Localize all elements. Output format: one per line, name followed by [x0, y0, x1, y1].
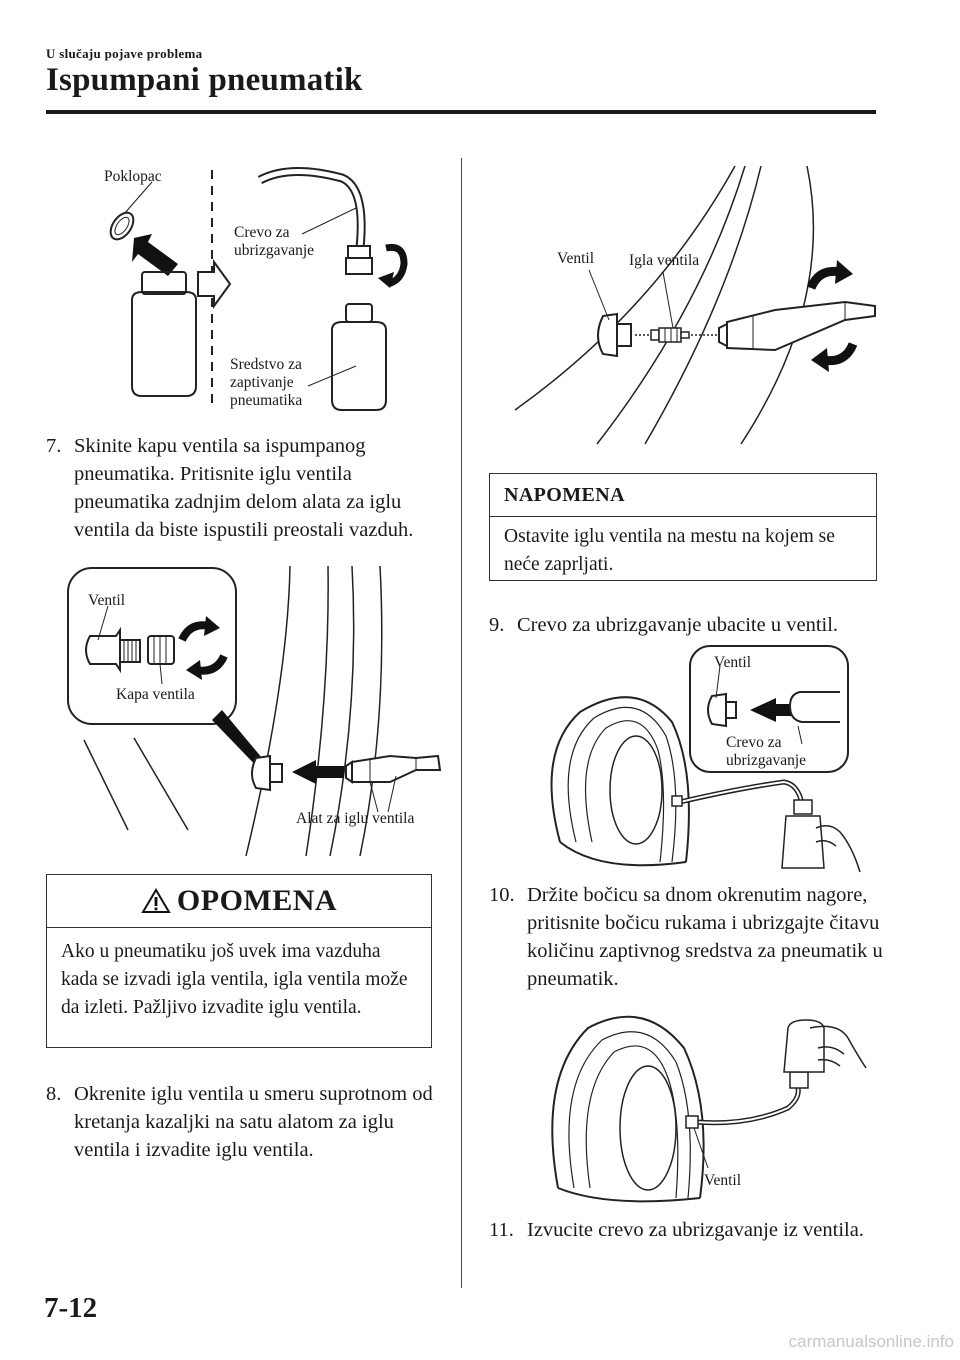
- valve-core-illustration: [514, 165, 876, 445]
- note-box: NAPOMENA Ostavite iglu ventila na mestu …: [489, 473, 877, 581]
- step-8-text: Okrenite iglu ventila u smeru suprotnom …: [74, 1083, 433, 1161]
- step-10-text: Držite bočicu sa dnom okrenutim nagore, …: [527, 884, 883, 990]
- figure-inject: Ventil: [548, 998, 868, 1204]
- step-11-text: Izvucite crevo za ubrizgavanje iz ventil…: [527, 1219, 864, 1241]
- figure-bottle-hose: Poklopac Crevo za ubrizgavanje Sredstvo …: [60, 160, 460, 420]
- figure-valve-cap: Ventil Kapa ventila Alat za iglu ventila: [60, 560, 450, 860]
- note-text: Ostavite iglu ventila na mestu na kojem …: [504, 526, 835, 575]
- step-7-number: 7.: [46, 435, 62, 457]
- section-label: U slučaju pojave problema: [46, 46, 203, 61]
- figure-valve-core: Ventil Igla ventila: [505, 160, 890, 450]
- valve-cap-illustration: [67, 565, 442, 857]
- label-valve-core: Igla ventila: [629, 252, 700, 269]
- step-7: 7. Skinite kapu ventila sa ispumpanog pn…: [46, 432, 446, 544]
- watermark: carmanualsonline.info: [788, 1332, 954, 1351]
- step-10-number: 10.: [489, 884, 515, 906]
- step-10: 10. Držite bočicu sa dnom okrenutim nago…: [489, 881, 889, 993]
- step-8: 8. Okrenite iglu ventila u smeru suprotn…: [46, 1080, 446, 1164]
- label-injection-hose-2: Crevo za ubrizgavanje: [726, 734, 807, 769]
- page-number: 7-12: [44, 1292, 98, 1324]
- label-valve-3: Ventil: [714, 654, 752, 671]
- title-rule: [46, 110, 876, 114]
- step-9-number: 9.: [489, 614, 505, 636]
- step-11-number: 11.: [489, 1219, 514, 1241]
- column-divider: [461, 158, 462, 1288]
- label-sealant: Sredstvo za zaptivanje pneumatika: [230, 356, 303, 409]
- figure-hose-insert: Ventil Crevo za ubrizgavanje: [540, 642, 870, 882]
- page-title: Ispumpani pneumatik: [46, 62, 363, 98]
- label-valve-2: Ventil: [557, 250, 595, 267]
- warning-heading: OPOMENA: [176, 884, 338, 917]
- label-injection-hose: Crevo za ubrizgavanje: [234, 224, 315, 259]
- note-header: NAPOMENA: [490, 474, 876, 517]
- step-9: 9. Crevo za ubrizgavanje ubacite u venti…: [489, 611, 889, 639]
- step-8-number: 8.: [46, 1083, 62, 1105]
- bottle-hose-illustration: [109, 167, 408, 411]
- inject-illustration: [551, 1015, 867, 1203]
- warning-triangle-icon: [141, 888, 171, 913]
- label-valve-cap: Kapa ventila: [116, 686, 195, 703]
- label-cap: Poklopac: [104, 168, 162, 185]
- step-9-text: Crevo za ubrizgavanje ubacite u ventil.: [517, 614, 839, 636]
- warning-box: OPOMENA Ako u pneumatiku još uvek ima va…: [46, 874, 432, 1048]
- hose-insert-illustration: [550, 645, 861, 873]
- warning-header: OPOMENA: [47, 875, 431, 928]
- note-heading: NAPOMENA: [504, 483, 625, 506]
- warning-text: Ako u pneumatiku još uvek ima vazduha ka…: [61, 941, 408, 1018]
- label-valve-4: Ventil: [704, 1172, 742, 1189]
- step-7-text: Skinite kapu ventila sa ispumpanog pneum…: [74, 435, 414, 541]
- step-11: 11. Izvucite crevo za ubrizgavanje iz ve…: [489, 1216, 889, 1244]
- label-valve-core-tool: Alat za iglu ventila: [296, 810, 415, 827]
- label-valve-1: Ventil: [88, 592, 126, 609]
